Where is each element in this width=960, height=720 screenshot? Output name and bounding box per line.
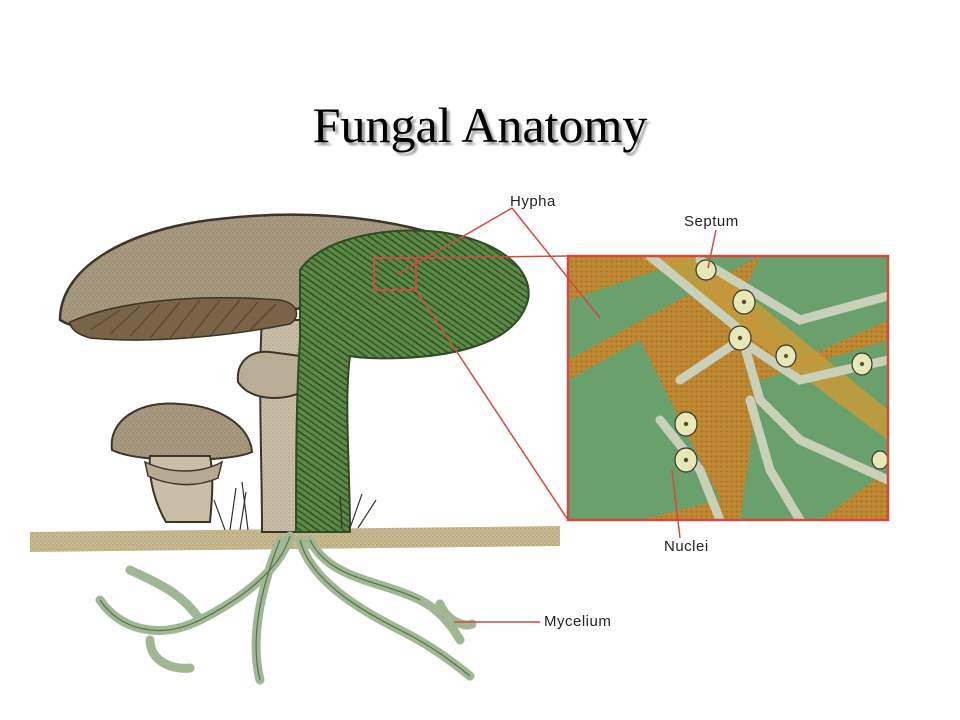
slide-title: Fungal Anatomy (312, 97, 648, 153)
zoom-source-box (373, 257, 417, 291)
label-mycelium: Mycelium (544, 613, 611, 630)
mushroom-gills (69, 297, 298, 341)
inset-frame (566, 254, 890, 522)
small-mushroom (110, 402, 254, 523)
label-hypha: Hypha (510, 193, 556, 210)
grass (213, 481, 377, 531)
hypha-detail-inset (568, 256, 888, 520)
label-nuclei: Nuclei (664, 538, 709, 555)
mycelium-network (95, 531, 477, 685)
hyphae-cutaway (294, 229, 530, 533)
label-septum: Septum (684, 213, 739, 230)
